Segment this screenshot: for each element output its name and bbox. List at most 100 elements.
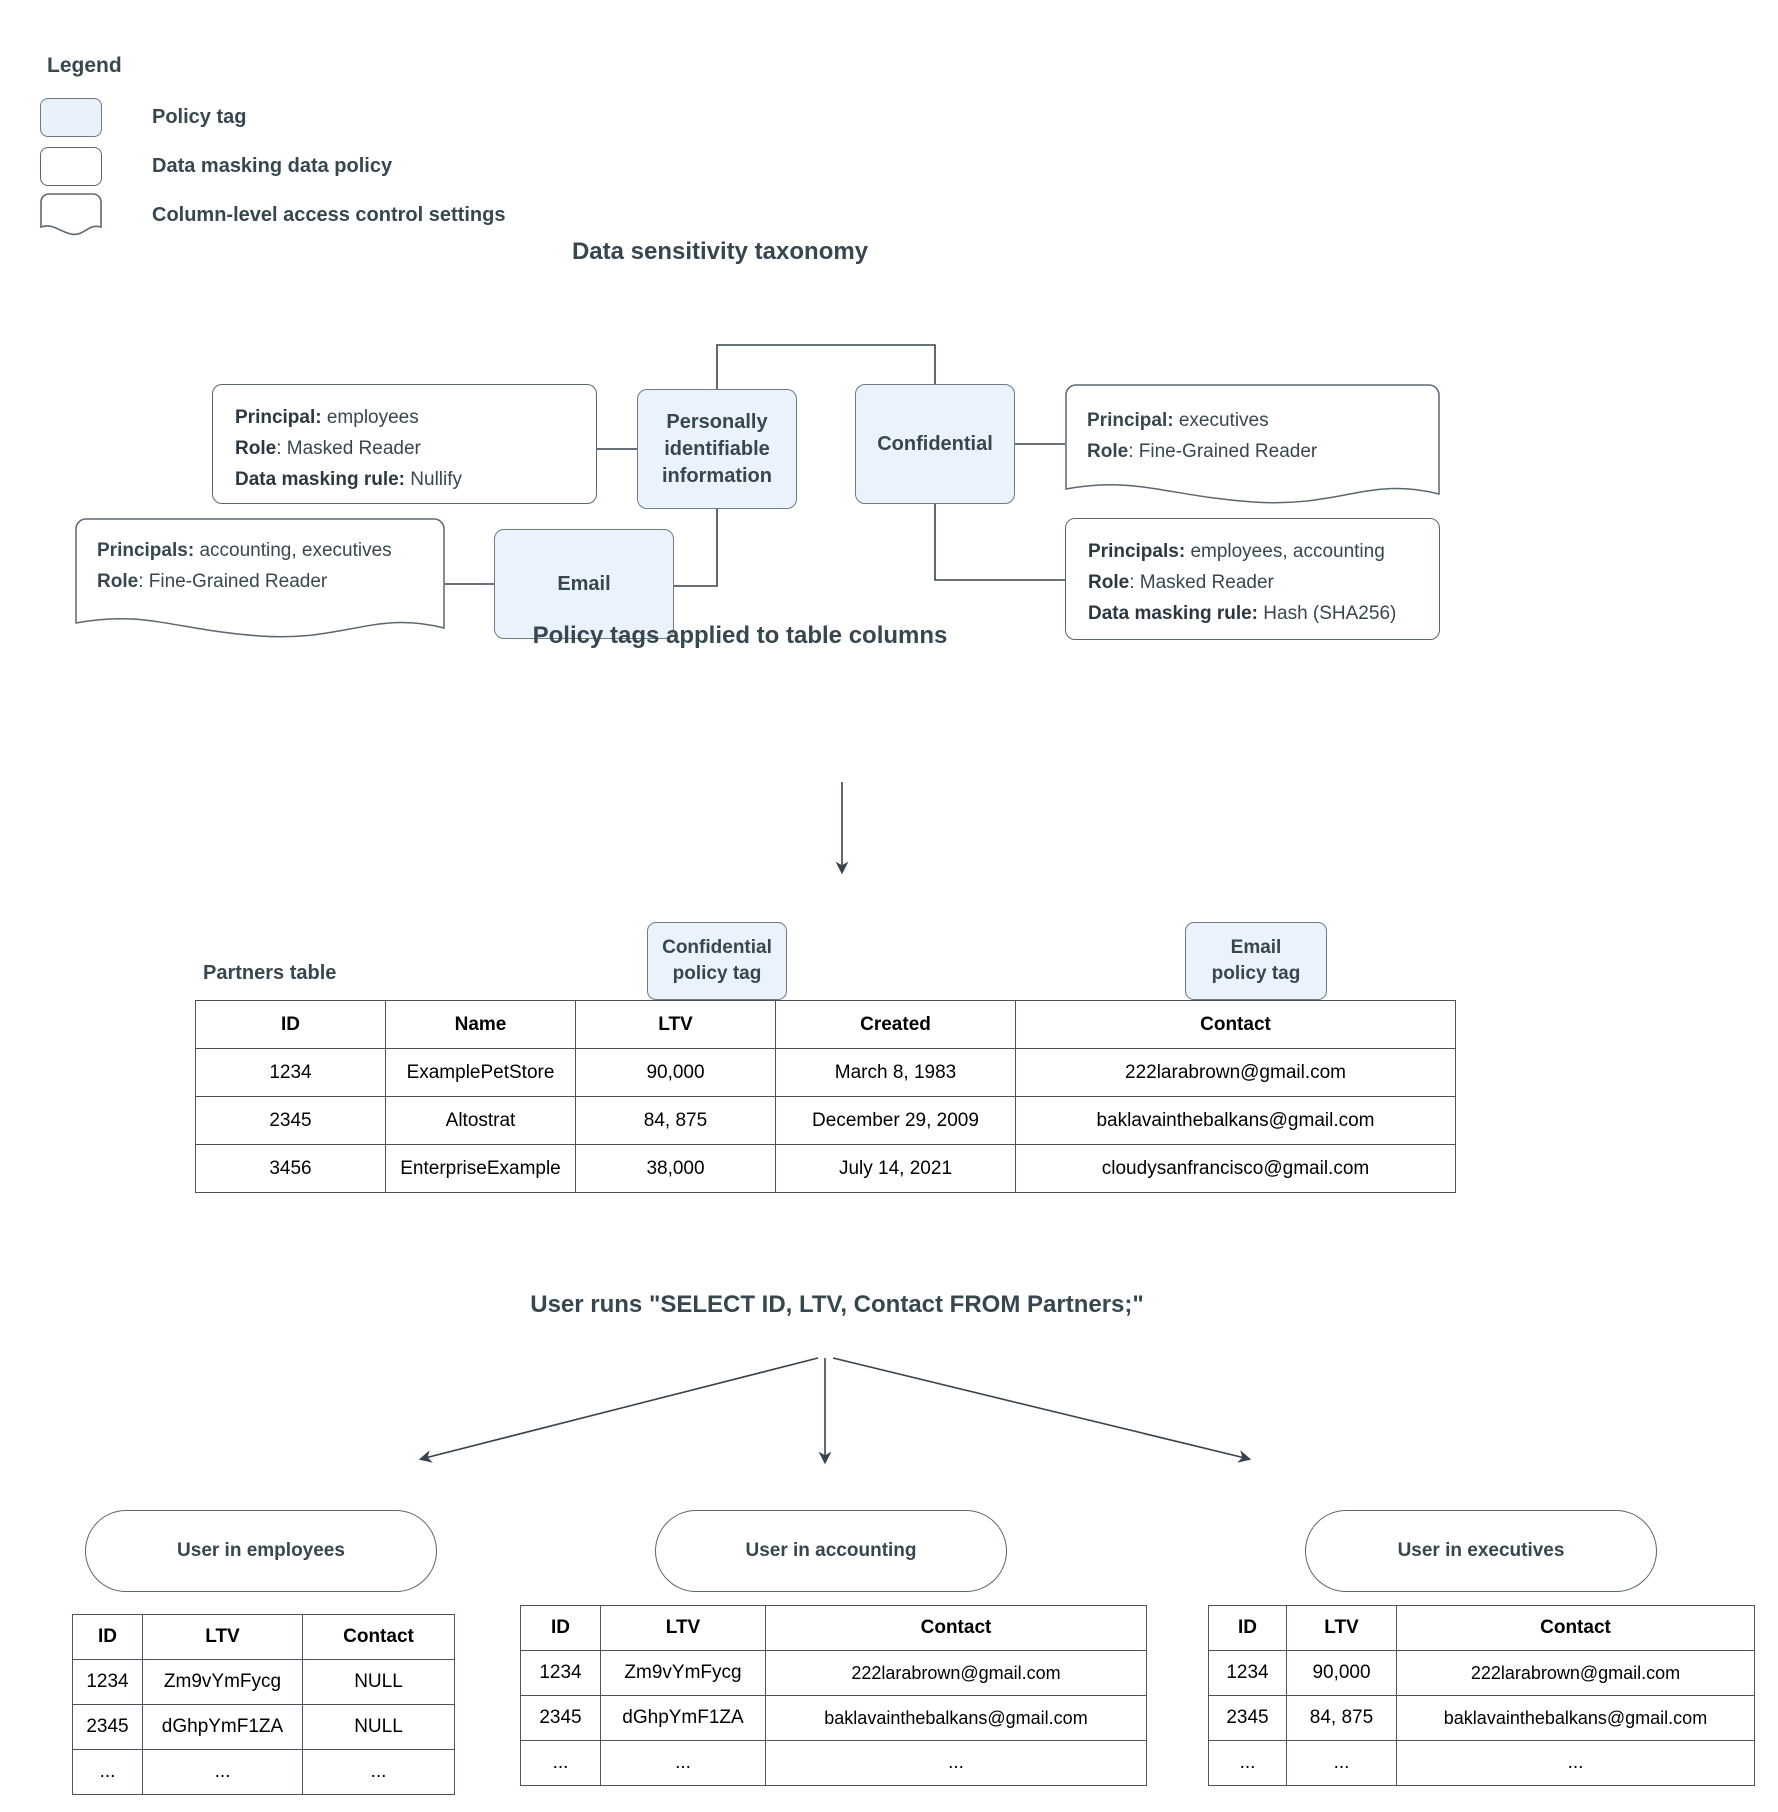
taxonomy-node-confidential[interactable]: Confidential xyxy=(855,384,1015,504)
pii-policy-rule-label: Data masking rule: xyxy=(235,468,405,490)
taxonomy-node-confidential-label: Confidential xyxy=(877,432,993,455)
taxonomy-node-email[interactable]: Email xyxy=(494,529,674,639)
legend-swatch-data-masking-icon xyxy=(40,147,102,186)
result-accounting-col-header: ID xyxy=(520,1605,601,1651)
email-policy-role-line: Role: Fine-Grained Reader xyxy=(97,570,328,592)
persona-oval-employees[interactable]: User in employees xyxy=(85,1510,437,1592)
conf-masking-rule-value: Hash (SHA256) xyxy=(1263,602,1397,624)
confidential-chip-line2: policy tag xyxy=(672,963,762,984)
result-executives-cell: baklavainthebalkans@gmail.com xyxy=(1396,1695,1755,1741)
result-accounting-cell: ... xyxy=(600,1740,766,1786)
result-executives-cell: ... xyxy=(1208,1740,1287,1786)
partners-table-cell: baklavainthebalkans@gmail.com xyxy=(1015,1096,1456,1145)
persona-oval-executives[interactable]: User in executives xyxy=(1305,1510,1657,1592)
applied-arrow xyxy=(835,782,849,875)
partners-table-cell: Altostrat xyxy=(385,1096,576,1145)
partners-table-cell: 3456 xyxy=(195,1144,386,1193)
conf-masking-role-line: Role: Masked Reader xyxy=(1088,571,1274,593)
result-accounting-cell: ... xyxy=(520,1740,601,1786)
persona-oval-accounting[interactable]: User in accounting xyxy=(655,1510,1007,1592)
email-chip-line2: policy tag xyxy=(1211,963,1301,984)
confidential-policy-role-line: Role: Fine-Grained Reader xyxy=(1087,440,1318,462)
result-executives-cell: 1234 xyxy=(1208,1650,1287,1696)
confidential-policy-principal-label: Principal: xyxy=(1087,410,1174,431)
persona-label-accounting: User in accounting xyxy=(745,1540,917,1561)
result-executives-cell: ... xyxy=(1286,1740,1397,1786)
pii-policy-principal-label: Principal: xyxy=(235,407,322,428)
email-column-access-box: Principals: accounting, executives Role:… xyxy=(75,518,445,640)
pii-data-masking-policy-box: Principal: employees Role: Masked Reader… xyxy=(212,384,597,504)
persona-label-employees: User in employees xyxy=(177,1540,345,1561)
partners-table-col-header: ID xyxy=(195,1000,386,1049)
partners-table-cell: EnterpriseExample xyxy=(385,1144,576,1193)
conf-masking-role-value: Masked Reader xyxy=(1139,571,1274,593)
taxonomy-node-email-label: Email xyxy=(557,572,611,595)
partners-table-cell: 1234 xyxy=(195,1048,386,1097)
result-accounting-cell: 222larabrown@gmail.com xyxy=(765,1650,1147,1696)
taxonomy-title: Data sensitivity taxonomy xyxy=(571,238,869,265)
query-title: User runs "SELECT ID, LTV, Contact FROM … xyxy=(530,1291,1144,1318)
result-employees-cell: NULL xyxy=(302,1659,455,1705)
partners-table-cell: 2345 xyxy=(195,1096,386,1145)
result-accounting-cell: Zm9vYmFycg xyxy=(600,1650,766,1696)
pii-policy-rule-line: Data masking rule: Nullify xyxy=(235,465,574,496)
email-policy-tag-chip[interactable]: Email policy tag xyxy=(1185,922,1327,1000)
result-accounting-cell: 1234 xyxy=(520,1650,601,1696)
partners-table-cell: ExamplePetStore xyxy=(385,1048,576,1097)
result-executives-row: ......... xyxy=(1208,1740,1755,1786)
result-accounting-cell: dGhpYmF1ZA xyxy=(600,1695,766,1741)
result-employees-cell: dGhpYmF1ZA xyxy=(142,1704,303,1750)
result-executives-cell: 222larabrown@gmail.com xyxy=(1396,1650,1755,1696)
confidential-policy-tag-chip[interactable]: Confidential policy tag xyxy=(647,922,787,1000)
partners-table-cell: 90,000 xyxy=(575,1048,776,1097)
conf-masking-principals-line: Principals: employees, accounting xyxy=(1088,537,1417,568)
result-accounting-cell: ... xyxy=(765,1740,1147,1786)
result-employees-cell: ... xyxy=(72,1749,143,1795)
applied-title: Policy tags applied to table columns xyxy=(532,622,948,649)
persona-label-executives: User in executives xyxy=(1397,1540,1565,1561)
partners-table-cell: 84, 875 xyxy=(575,1096,776,1145)
partners-table-col-header: Name xyxy=(385,1000,576,1049)
result-accounting-col-header: LTV xyxy=(600,1605,766,1651)
partners-table-label: Partners table xyxy=(203,962,337,984)
email-policy-principals-value: accounting, executives xyxy=(199,540,392,561)
result-employees-cell: ... xyxy=(142,1749,303,1795)
result-employees-cell: Zm9vYmFycg xyxy=(142,1659,303,1705)
result-accounting-col-header: Contact xyxy=(765,1605,1147,1651)
result-executives-col-header: LTV xyxy=(1286,1605,1397,1651)
result-executives-cell: ... xyxy=(1396,1740,1755,1786)
partners-table-col-header: Contact xyxy=(1015,1000,1456,1049)
result-employees-col-header: LTV xyxy=(142,1614,303,1660)
email-policy-role-value: Fine-Grained Reader xyxy=(148,570,328,592)
pii-policy-principal-line: Principal: employees xyxy=(235,403,574,434)
taxonomy-connectors xyxy=(445,344,1065,587)
conf-masking-role-label: Role xyxy=(1088,571,1130,593)
confidential-column-access-box: Principal: executives Role: Fine-Grained… xyxy=(1065,384,1440,506)
result-employees-col-header: ID xyxy=(72,1614,143,1660)
email-policy-role-label: Role xyxy=(97,570,139,592)
legend-swatch-policy-tag-icon xyxy=(40,98,102,137)
pii-policy-principal-value: employees xyxy=(326,407,419,428)
result-employees-cell: NULL xyxy=(302,1704,455,1750)
pii-policy-role-label: Role xyxy=(235,437,277,459)
legend-label-column-access: Column-level access control settings xyxy=(152,203,506,226)
partners-table-cell: December 29, 2009 xyxy=(775,1096,1016,1145)
conf-masking-rule-label: Data masking rule: xyxy=(1088,602,1258,624)
partners-table-col-header: LTV xyxy=(575,1000,776,1049)
legend-label-policy-tag: Policy tag xyxy=(152,106,247,128)
result-accounting-row: ......... xyxy=(520,1740,1147,1786)
taxonomy-node-pii[interactable]: Personally identifiable information xyxy=(637,389,797,509)
result-employees-cell: 2345 xyxy=(72,1704,143,1750)
conf-masking-rule-line: Data masking rule: Hash (SHA256) xyxy=(1088,599,1417,630)
